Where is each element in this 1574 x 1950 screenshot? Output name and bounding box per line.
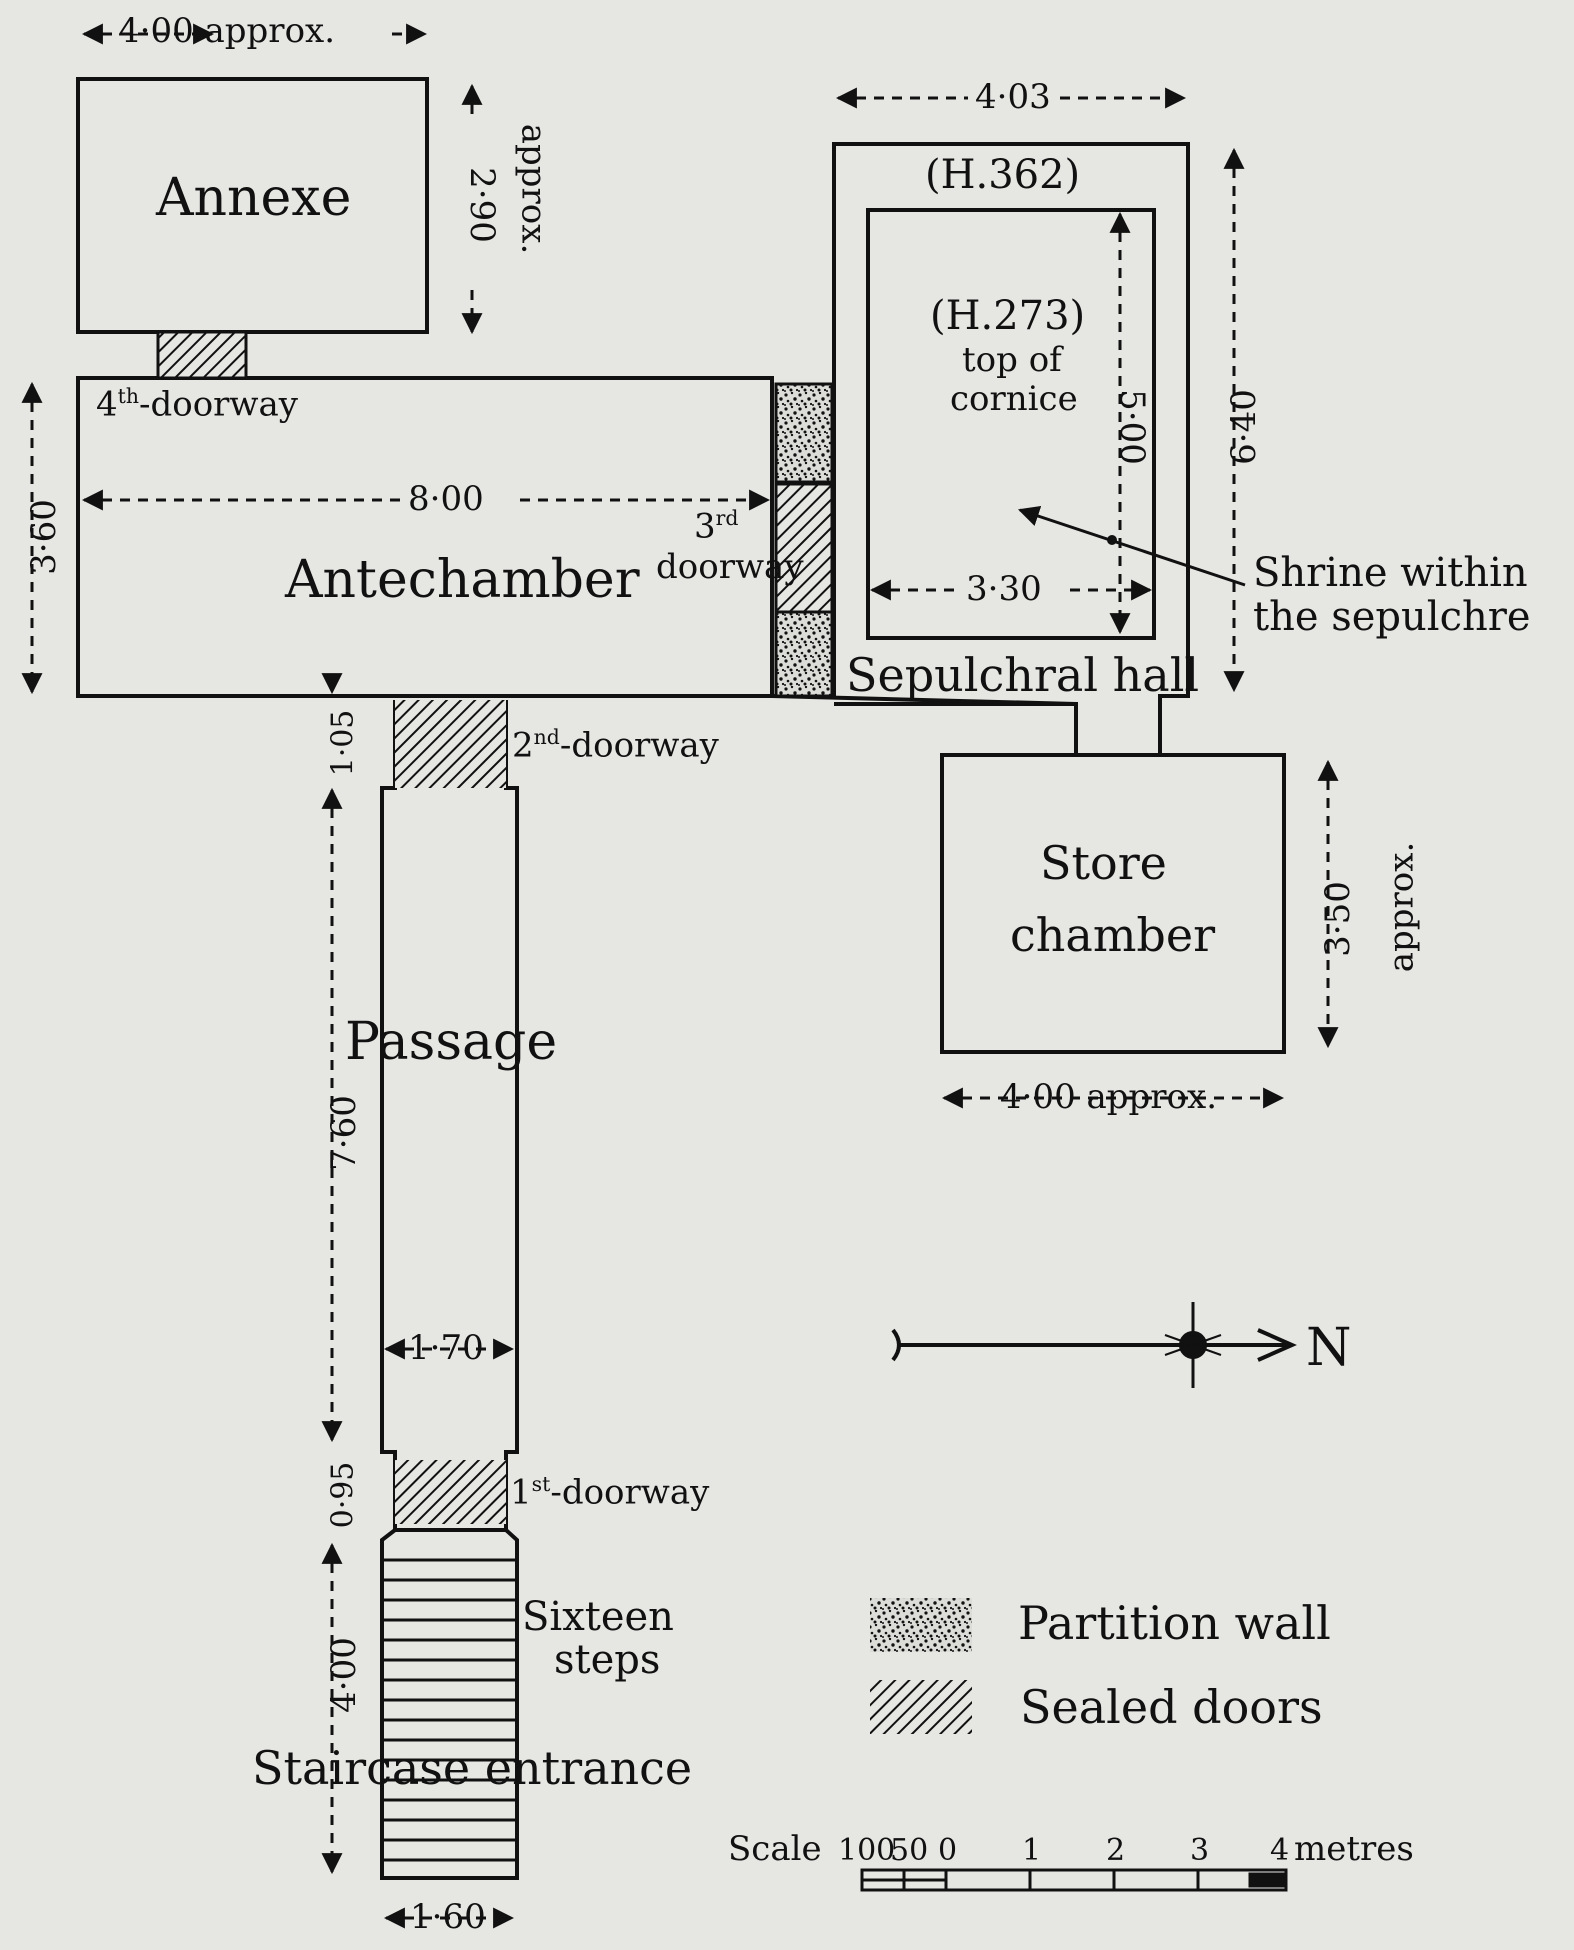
dim-shrine-width-label: 3·30 [966, 569, 1042, 609]
third-doorway-number-label: 3rd [694, 506, 739, 547]
partition-wall-lower [774, 610, 834, 698]
annexe-label: Annexe [156, 168, 352, 228]
scale-label: Scale [728, 1829, 822, 1869]
scale-tick-2: 2 [1106, 1833, 1126, 1868]
antechamber-room [76, 376, 774, 698]
partition-wall-upper [774, 382, 834, 484]
store-chamber-room [940, 753, 1286, 1054]
sepulchral-hall-outer [832, 142, 1190, 757]
first-doorway-number: 1 [510, 1472, 532, 1513]
antechamber-label: Antechamber [285, 550, 640, 610]
dim-annexe-height-value: 2·90 [461, 167, 502, 243]
dim-stairs-length-label: 4·00 [323, 1637, 364, 1713]
store-chamber-label-2: chamber [1010, 908, 1216, 962]
dim-ante-width-label: 8·00 [408, 479, 484, 519]
scale-tick-100: 100 [838, 1833, 896, 1868]
second-doorway-text: doorway [571, 725, 719, 766]
fourth-doorway-sup: th [117, 384, 139, 408]
north-label: N [1306, 1318, 1352, 1378]
passage-label: Passage [345, 1012, 558, 1072]
scale-bar [860, 1868, 1288, 1892]
fourth-doorway-number: 4 [96, 384, 118, 425]
sixteen-steps-label-1: Sixteen [522, 1594, 674, 1640]
dim-store-height-note: approx. [1381, 841, 1422, 973]
fourth-doorway-text: doorway [150, 384, 299, 425]
dim-store-height-value: 3·50 [1317, 881, 1358, 957]
shrine-leader-line [1018, 506, 1246, 587]
second-doorway-seal [395, 700, 506, 788]
sepulchral-hall-label: Sepulchral hall [846, 648, 1200, 702]
scale-tick-4: 4 [1270, 1833, 1290, 1868]
staircase [380, 1528, 519, 1880]
dim-hall-height-label: 6·40 [1223, 389, 1264, 465]
sixteen-steps-label-2: steps [554, 1637, 661, 1683]
scale-unit: metres [1294, 1829, 1414, 1869]
annexe-room [76, 77, 429, 334]
dim-passage-width-label: 1·70 [408, 1328, 484, 1368]
dim-door2-label: 1·05 [325, 709, 361, 777]
dim-store-width-label: 4·00 approx. [1000, 1077, 1218, 1117]
second-doorway-sup: nd [533, 725, 560, 749]
h362-label: (H.362) [925, 152, 1081, 198]
legend-sealed-swatch [870, 1680, 972, 1734]
scale-tick-0: 0 [938, 1833, 958, 1868]
dim-annexe-width-label: 4·00 approx. [118, 11, 336, 51]
third-doorway-sup: rd [715, 506, 739, 530]
stair-treads [382, 1558, 517, 1862]
first-doorway-text: doorway [561, 1472, 710, 1513]
legend-sealed-label: Sealed doors [1020, 1680, 1323, 1734]
first-doorway-label: 1st-doorway [510, 1472, 710, 1513]
passage-corridor [380, 700, 519, 1532]
first-doorway-seal [395, 1460, 506, 1524]
fourth-doorway-label: 4th-doorway [96, 384, 299, 425]
store-chamber-label-1: Store [1040, 836, 1167, 890]
dim-hall-width-label: 4·03 [975, 77, 1051, 117]
second-doorway-label: 2nd-doorway [512, 725, 719, 766]
fourth-doorway-seal [156, 330, 248, 380]
h273-label: (H.273) [930, 293, 1086, 339]
third-doorway-number: 3 [694, 506, 716, 547]
north-arrow [891, 1302, 1297, 1388]
dim-shrine-height-label: 5·00 [1111, 389, 1152, 465]
first-doorway-sup: st [531, 1472, 551, 1496]
shrine-label-1: Shrine within [1253, 550, 1528, 596]
scale-tick-50: 50 [890, 1833, 929, 1868]
dim-passage-length-label: 7·60 [323, 1095, 364, 1171]
dim-ante-height-label: 3·60 [23, 499, 64, 575]
staircase-entrance-label: Staircase entrance [252, 1741, 693, 1795]
scale-tick-1: 1 [1022, 1833, 1042, 1868]
top-of-label: top of [962, 340, 1062, 380]
dim-annexe-height-note: approx. [513, 123, 554, 255]
scale-tick-3: 3 [1190, 1833, 1210, 1868]
legend-partition-swatch [870, 1598, 972, 1652]
legend-partition-label: Partition wall [1018, 1596, 1331, 1650]
cornice-label: cornice [950, 379, 1078, 419]
shrine-rectangle [866, 208, 1156, 640]
shrine-label-2: the sepulchre [1253, 594, 1531, 640]
third-doorway-label: doorway [656, 547, 804, 587]
dim-door1-label: 0·95 [325, 1461, 361, 1529]
second-doorway-number: 2 [512, 725, 534, 766]
dim-stairs-width-label: 1·60 [410, 1897, 486, 1937]
